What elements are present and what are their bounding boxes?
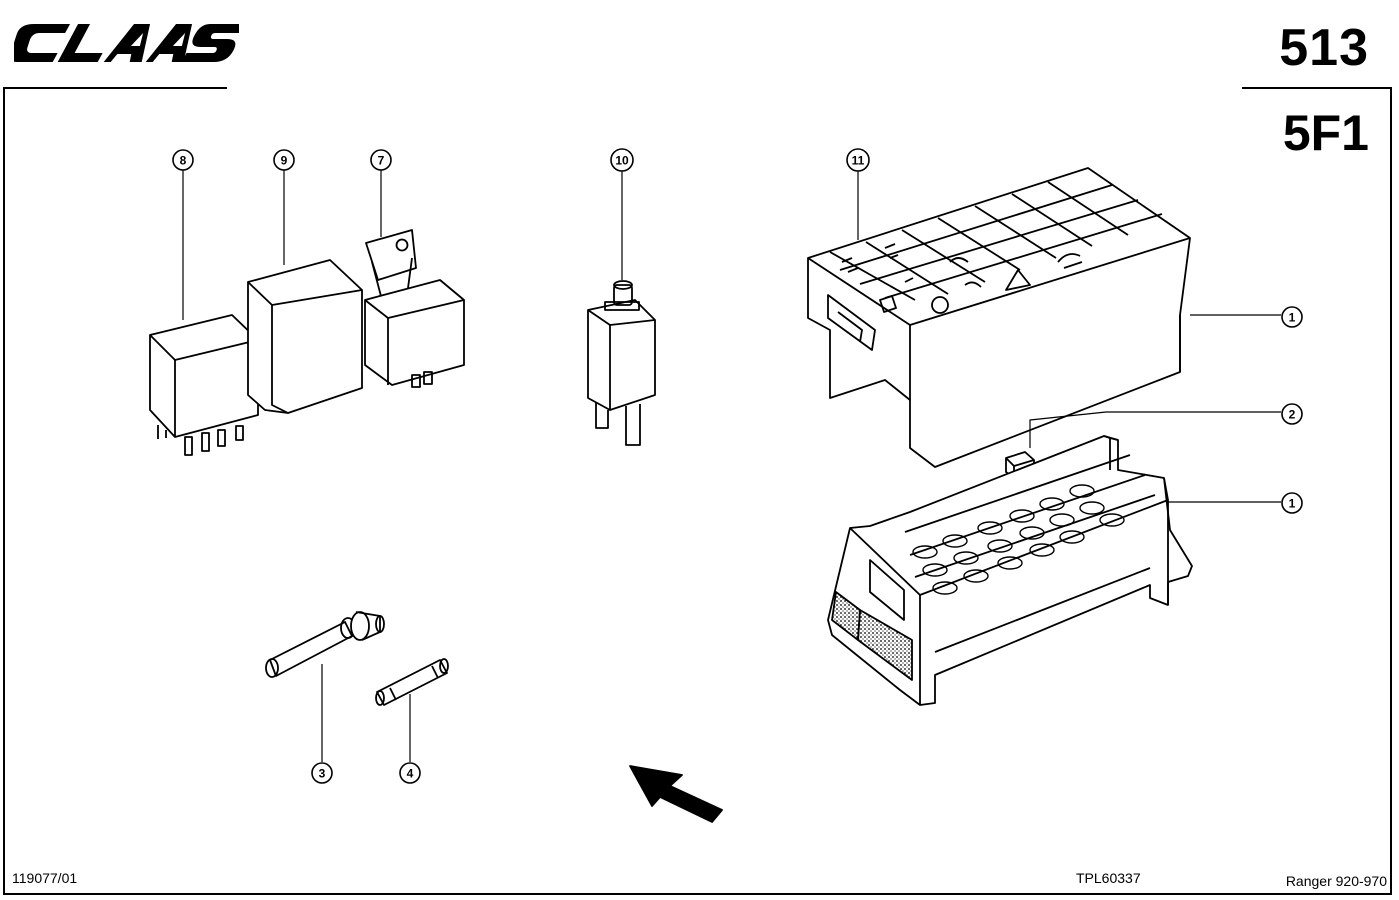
svg-text:9: 9 — [281, 154, 288, 168]
fuse-holder — [265, 611, 385, 678]
callout-7: 7 — [370, 149, 392, 171]
callout-2: 2 — [1281, 403, 1303, 425]
header-rule-right — [1242, 87, 1392, 89]
svg-text:2: 2 — [1289, 408, 1296, 422]
svg-text:10: 10 — [615, 154, 629, 168]
callout-3: 3 — [311, 762, 333, 784]
callout-1-cover: 1 — [1281, 306, 1303, 328]
relay-small — [149, 314, 259, 456]
callout-4: 4 — [399, 762, 421, 784]
callout-8: 9 — [273, 149, 295, 171]
drawing-id: 119077/01 — [12, 870, 78, 886]
fuse-box-cover — [807, 167, 1191, 468]
circuit-breaker — [587, 280, 656, 446]
plate-id: TPL60337 — [1076, 870, 1141, 886]
group-code: 5F1 — [1282, 105, 1369, 161]
svg-text:1: 1 — [1289, 311, 1296, 325]
callout-11: 11 — [846, 148, 870, 172]
callout-markers: 8 9 7 10 11 1 — [172, 148, 1303, 784]
model-range: Ranger 920-970 — [1285, 873, 1387, 889]
glass-fuse — [375, 658, 449, 706]
svg-text:8: 8 — [180, 154, 187, 168]
page-number: 513 — [1279, 19, 1369, 77]
svg-text:1: 1 — [1289, 497, 1296, 511]
callout-10: 10 — [610, 148, 634, 172]
view-direction-arrow-icon — [629, 765, 723, 823]
header-rule-left — [3, 87, 227, 89]
leader-lines — [182, 170, 1281, 762]
claas-logo — [9, 18, 247, 73]
svg-text:11: 11 — [852, 154, 865, 168]
svg-text:7: 7 — [378, 154, 385, 168]
callout-9: 8 — [172, 149, 194, 171]
fuse-box-base — [827, 435, 1193, 706]
svg-text:4: 4 — [407, 767, 414, 781]
relay-large — [247, 259, 363, 414]
relay-with-bracket — [364, 229, 465, 388]
callout-1-base: 1 — [1281, 492, 1303, 514]
page-frame — [3, 87, 1392, 895]
svg-text:3: 3 — [319, 767, 326, 781]
